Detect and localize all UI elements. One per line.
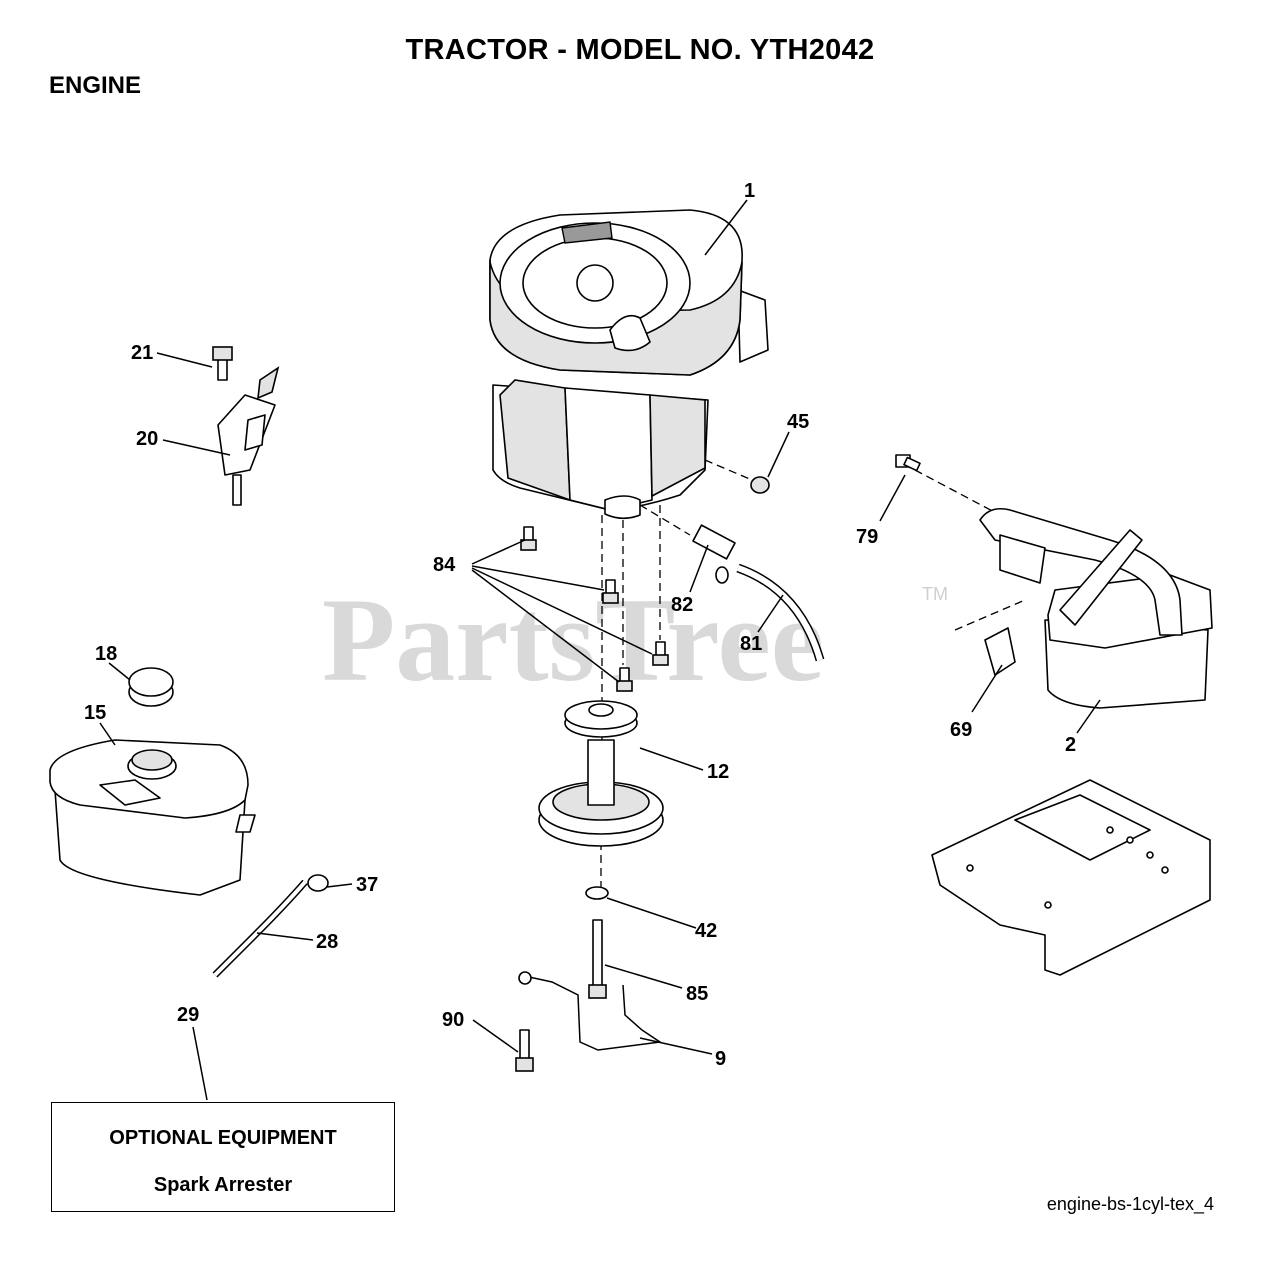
bolt-85[interactable] [588, 919, 607, 999]
callout-12: 12 [707, 761, 729, 783]
callout-21: 21 [131, 342, 153, 364]
engine-assembly[interactable] [489, 209, 770, 520]
fitting-82[interactable] [692, 524, 736, 584]
pulley-12[interactable] [538, 700, 664, 847]
callout-1: 1 [744, 180, 755, 202]
callout-90: 90 [442, 1009, 464, 1031]
fuel-tank-15[interactable] [49, 739, 256, 896]
nut-45[interactable] [750, 476, 770, 494]
callout-45: 45 [787, 411, 809, 433]
callout-29: 29 [177, 1004, 199, 1026]
diagram-reference: engine-bs-1cyl-tex_4 [1046, 1194, 1214, 1214]
callout-15: 15 [84, 702, 106, 724]
watermark-trademark: TM [922, 584, 948, 604]
washer-42[interactable] [585, 886, 609, 900]
callout-85: 85 [686, 983, 708, 1005]
spark-arrester-label: Spark Arrester [153, 1174, 293, 1196]
muffler-2[interactable] [979, 507, 1213, 709]
callout-2: 2 [1065, 734, 1076, 756]
callout-37: 37 [356, 874, 378, 896]
callout-69: 69 [950, 719, 972, 741]
bolt-90[interactable] [515, 1029, 534, 1072]
callout-81: 81 [740, 633, 762, 655]
callout-79: 79 [856, 526, 878, 548]
section-title: ENGINE [49, 72, 142, 99]
throttle-control-20[interactable] [217, 366, 280, 506]
fuel-line-28[interactable] [213, 880, 307, 977]
clamp-37[interactable] [307, 874, 329, 892]
callout-84: 84 [433, 554, 456, 576]
callout-18: 18 [95, 643, 117, 665]
callout-28: 28 [316, 931, 338, 953]
fuel-line-81[interactable] [736, 565, 823, 661]
diagram-title: TRACTOR - MODEL NO. YTH2042 [405, 34, 875, 66]
callout-42: 42 [695, 920, 717, 942]
bolt-79[interactable] [895, 454, 921, 472]
bracket-9[interactable] [519, 974, 663, 1051]
fuel-cap-18[interactable] [128, 667, 174, 707]
bolt-84-set[interactable] [520, 526, 669, 692]
watermark-text: PartsTree [322, 573, 824, 706]
gasket-69[interactable] [984, 627, 1016, 676]
optional-equipment-box: OPTIONAL EQUIPMENT Spark Arrester [51, 1102, 395, 1212]
callout-9: 9 [715, 1048, 726, 1070]
callout-20: 20 [136, 428, 158, 450]
optional-equipment-heading: OPTIONAL EQUIPMENT [109, 1127, 337, 1149]
bolt-21[interactable] [212, 346, 233, 381]
engine-mount-plate[interactable] [931, 779, 1211, 976]
callout-82: 82 [671, 594, 693, 616]
